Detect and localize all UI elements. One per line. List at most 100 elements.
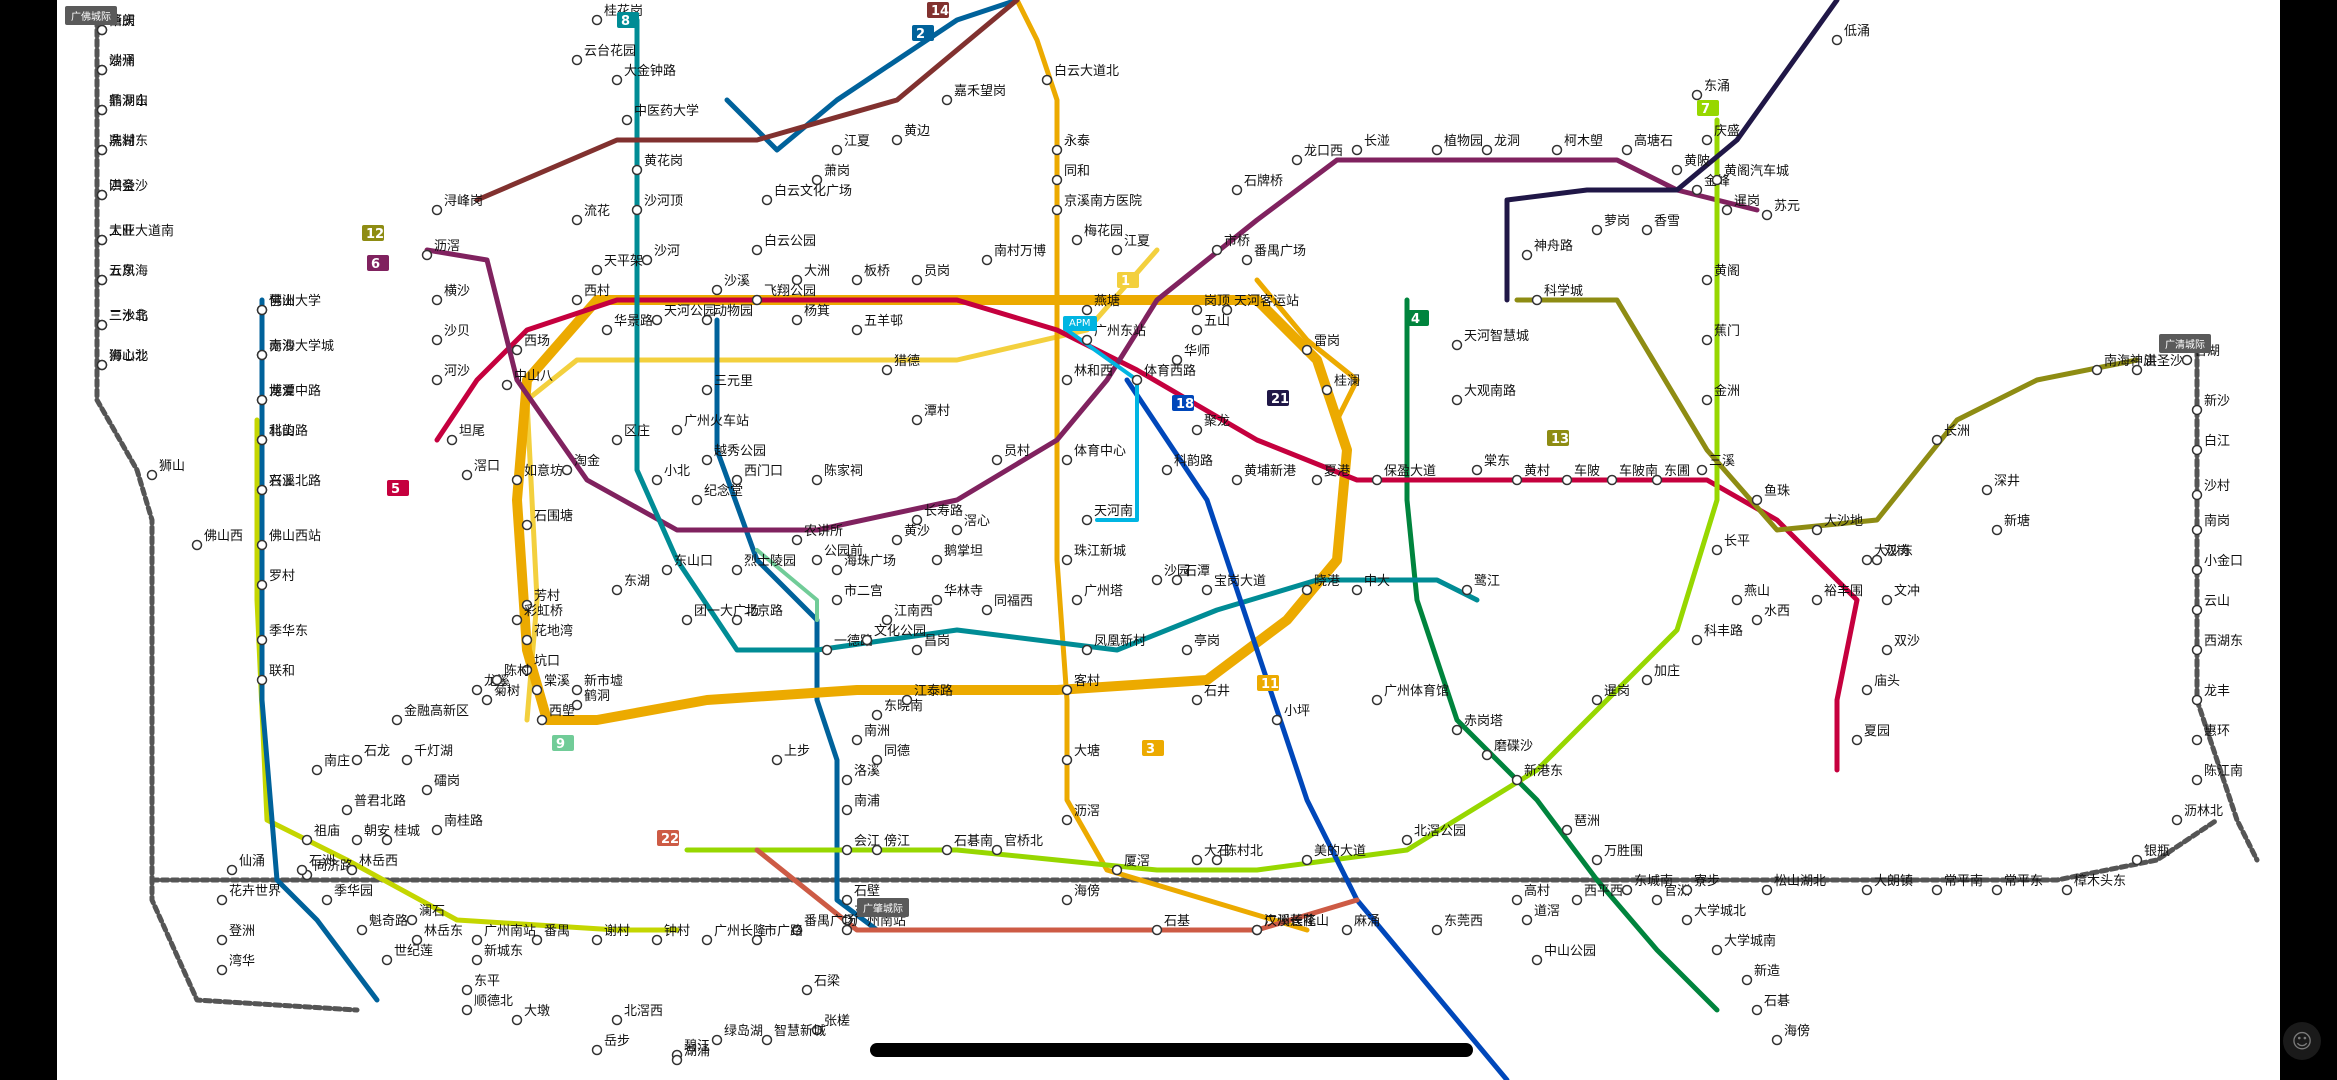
station-marker[interactable]: [991, 844, 1003, 856]
station-marker[interactable]: [311, 764, 323, 776]
station-s120[interactable]: 萝岗: [1591, 214, 1631, 236]
station-s123[interactable]: 科学城: [1531, 283, 1584, 306]
station-marker[interactable]: [1931, 884, 1943, 896]
station-marker[interactable]: [851, 324, 863, 336]
station-s89[interactable]: 燕塘: [1081, 293, 1121, 316]
station-s91[interactable]: 林和西: [1061, 364, 1114, 386]
station-s147[interactable]: 杨箕: [791, 303, 831, 326]
station-s231[interactable]: 石碁南: [941, 833, 994, 856]
station-s237[interactable]: 钟村: [651, 923, 691, 946]
station-marker[interactable]: [216, 934, 228, 946]
station-s84[interactable]: 白云大道北: [1041, 63, 1120, 86]
station-marker[interactable]: [1221, 304, 1233, 316]
station-marker[interactable]: [791, 924, 803, 936]
station-s55[interactable]: 顺德北: [461, 994, 514, 1016]
station-s37[interactable]: 鹤洞: [571, 688, 611, 711]
station-marker[interactable]: [2191, 524, 2203, 536]
station-marker[interactable]: [1751, 1004, 1763, 1016]
station-s129[interactable]: 车陂南: [1606, 463, 1659, 486]
station-marker[interactable]: [911, 414, 923, 426]
station-s291[interactable]: 小坪: [1271, 704, 1311, 726]
station-s303[interactable]: 赤沙: [256, 339, 296, 361]
station-marker[interactable]: [1371, 474, 1383, 486]
station-s294[interactable]: 沙涌: [96, 54, 136, 76]
station-marker[interactable]: [431, 374, 443, 386]
station-s132[interactable]: 鱼珠: [1751, 483, 1791, 506]
station-s199[interactable]: 洪圣沙: [2131, 354, 2184, 376]
station-marker[interactable]: [1591, 854, 1603, 866]
station-s205[interactable]: 白江: [2191, 433, 2231, 456]
station-marker[interactable]: [511, 614, 523, 626]
station-marker[interactable]: [931, 554, 943, 566]
station-marker[interactable]: [751, 244, 763, 256]
station-s97[interactable]: 客村: [1061, 673, 1101, 696]
station-marker[interactable]: [1711, 544, 1723, 556]
station-marker[interactable]: [1751, 494, 1763, 506]
station-s112[interactable]: 植物园: [1431, 134, 1484, 156]
station-s213[interactable]: 陈江南: [2191, 763, 2244, 786]
station-s151[interactable]: 小北: [651, 464, 691, 486]
station-marker[interactable]: [1061, 554, 1073, 566]
station-s210[interactable]: 西湖东: [2191, 634, 2244, 656]
station-s289[interactable]: 亭岗: [1181, 633, 1221, 656]
station-marker[interactable]: [1111, 864, 1123, 876]
station-s28[interactable]: 中山八: [501, 369, 554, 391]
station-marker[interactable]: [1711, 174, 1723, 186]
station-s82[interactable]: 黄边: [891, 124, 931, 146]
station-marker[interactable]: [351, 834, 363, 846]
station-marker[interactable]: [2091, 364, 2103, 376]
station-marker[interactable]: [1701, 394, 1713, 406]
station-marker[interactable]: [751, 294, 763, 306]
station-marker[interactable]: [96, 64, 108, 76]
station-s66[interactable]: 东晓南: [871, 698, 924, 721]
station-s227[interactable]: 广州莲花山: [1251, 913, 1330, 936]
station-s65[interactable]: 南洲: [851, 723, 891, 746]
station-marker[interactable]: [991, 454, 1003, 466]
station-marker[interactable]: [1061, 754, 1073, 766]
station-marker[interactable]: [911, 644, 923, 656]
station-marker[interactable]: [571, 699, 583, 711]
station-marker[interactable]: [1151, 924, 1163, 936]
station-marker[interactable]: [96, 274, 108, 286]
station-s30[interactable]: 西村: [571, 284, 611, 306]
station-s40[interactable]: 金融高新区: [391, 703, 470, 726]
station-s172[interactable]: 赤岗塔: [1451, 714, 1504, 736]
station-s252[interactable]: 湖涌: [671, 1044, 711, 1066]
line-badge-b2[interactable]: 2: [912, 25, 934, 42]
station-marker[interactable]: [521, 664, 533, 676]
station-marker[interactable]: [341, 804, 353, 816]
station-s209[interactable]: 云山: [2191, 594, 2231, 616]
station-marker[interactable]: [501, 379, 513, 391]
station-marker[interactable]: [1301, 344, 1313, 356]
station-s134[interactable]: 大沙东: [1861, 544, 1914, 566]
station-marker[interactable]: [191, 539, 203, 551]
station-s184[interactable]: 东涌: [1691, 79, 1731, 101]
station-marker[interactable]: [731, 564, 743, 576]
station-s33[interactable]: 芳村: [521, 589, 561, 611]
station-marker[interactable]: [681, 614, 693, 626]
station-s108[interactable]: 岗顶: [1191, 294, 1231, 316]
station-s58[interactable]: 岳步: [591, 1034, 631, 1056]
line-badge-b7[interactable]: 7: [1697, 100, 1719, 117]
station-s251[interactable]: 绿岛湖: [711, 1023, 764, 1046]
station-marker[interactable]: [611, 1014, 623, 1026]
station-s226[interactable]: 麻涌: [1341, 914, 1381, 936]
station-s274[interactable]: 黄花岗: [631, 153, 684, 176]
station-marker[interactable]: [871, 844, 883, 856]
station-marker[interactable]: [591, 1044, 603, 1056]
station-marker[interactable]: [1451, 394, 1463, 406]
station-s115[interactable]: 高塘石: [1621, 133, 1674, 156]
station-s77[interactable]: 飞翔公园: [751, 284, 817, 306]
station-s256[interactable]: 陈村北: [1211, 843, 1264, 866]
station-marker[interactable]: [381, 834, 393, 846]
station-marker[interactable]: [256, 349, 268, 361]
station-marker[interactable]: [1881, 644, 1893, 656]
station-marker[interactable]: [421, 249, 433, 261]
station-marker[interactable]: [861, 634, 873, 646]
station-marker[interactable]: [701, 314, 713, 326]
station-s128[interactable]: 车陂: [1561, 463, 1601, 486]
station-marker[interactable]: [641, 254, 653, 266]
floating-action-button[interactable]: ☺: [2283, 1022, 2321, 1060]
station-s230[interactable]: 官桥北: [991, 833, 1044, 856]
station-marker[interactable]: [1291, 154, 1303, 166]
